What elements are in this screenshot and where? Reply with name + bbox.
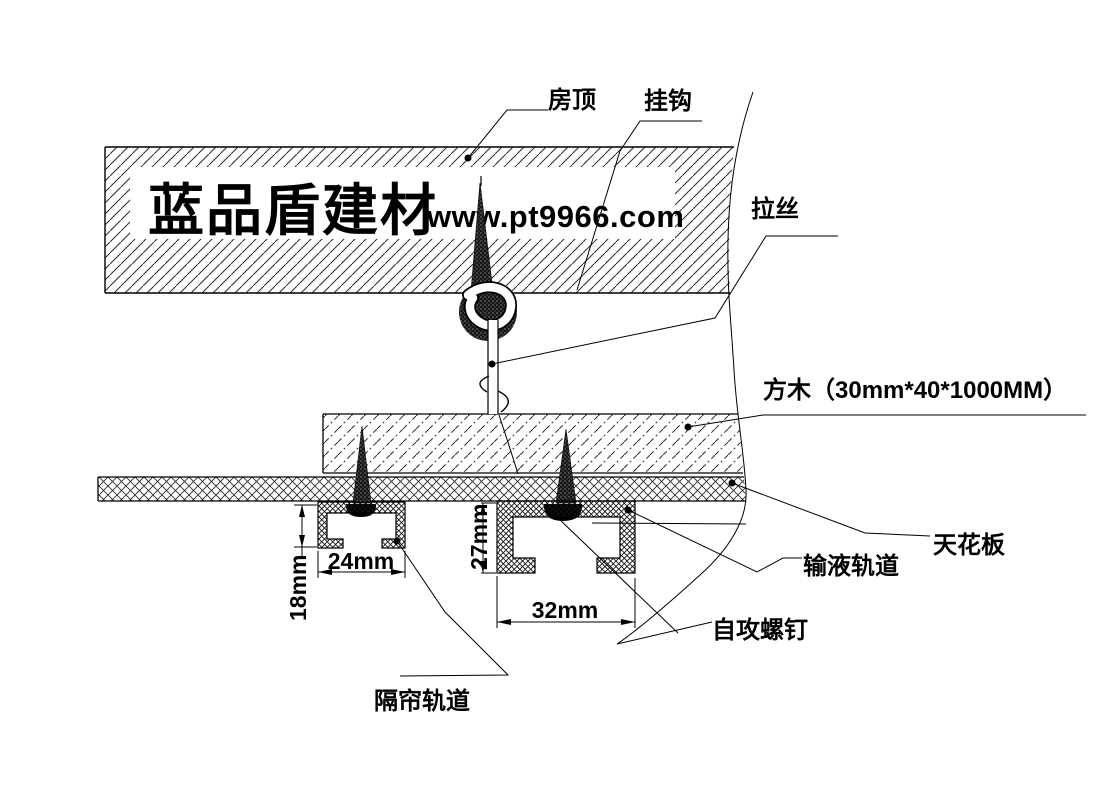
iv-track-section [496,500,636,574]
hook-body [463,282,516,330]
label-ceiling: 天花板 [933,532,1006,559]
dimension-32mm: 32mm [496,576,636,628]
dot-roof [464,154,472,162]
website-watermark-text: www.pt9966.com [426,199,684,234]
dim-18mm-text: 18mm [285,555,311,621]
label-wire: 拉丝 [751,195,799,223]
dim-24mm-text: 24mm [328,548,394,574]
leader-timber [687,414,1086,428]
ceiling-board [97,476,746,502]
leader-curtain-track [396,540,510,677]
brand-watermark-text: 蓝品盾建材 [148,179,438,242]
wire-in-timber [498,414,519,475]
timber-batten [322,413,743,474]
watermark: 蓝品盾建材 www.pt9966.com [130,167,684,242]
dot-ceiling [728,479,736,487]
dimension-27mm: 27mm [466,502,496,574]
dimension-18mm: 18mm [285,504,317,621]
leader-screw-diagonal [557,517,679,634]
leader-wire [491,235,838,365]
leader-iv-track [627,509,802,573]
curtain-track-section [317,501,406,549]
dot-wire [488,360,496,368]
label-roof: 房顶 [548,86,596,114]
wire-curl-left [479,375,490,393]
label-timber: 方木（30mm*40*1000MM） [763,376,1067,404]
wire-curl-right [497,390,509,413]
dimension-24mm: 24mm [317,548,406,578]
dim-27mm-text: 27mm [466,504,492,570]
dot-iv-track [624,506,632,514]
label-hook: 挂钩 [644,87,692,115]
label-self-tapping-screw: 自攻螺钉 [712,616,808,644]
watermark-panel [130,167,675,239]
dot-curtain-track [393,537,401,545]
leader-hook [576,120,702,291]
dot-timber [684,423,692,431]
leader-roof [467,109,548,159]
leader-screw [616,621,713,645]
label-iv-track: 输液轨道 [803,552,899,580]
label-curtain-track: 隔帘轨道 [374,687,470,715]
dim-32mm-text: 32mm [532,597,598,623]
leader-lines [396,109,1086,677]
leader-iv-track-pointer [591,522,747,525]
leader-ceiling [731,482,931,537]
break-arc [616,91,754,645]
leader-dots [393,154,736,545]
